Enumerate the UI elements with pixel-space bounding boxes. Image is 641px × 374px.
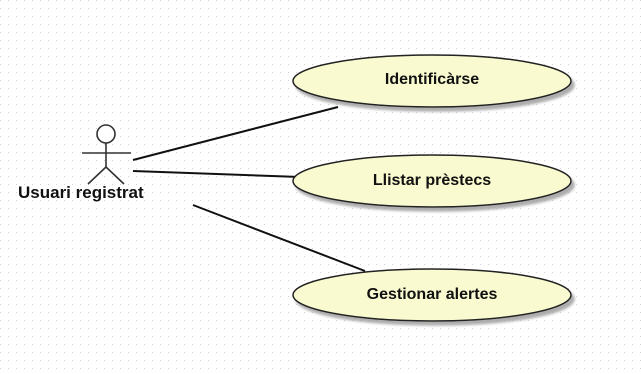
use-case-label: Llistar prèstecs: [372, 172, 492, 189]
association-line-1: [132, 106, 339, 161]
use-case-gestionar-alertes[interactable]: [292, 268, 572, 322]
association-line-3: [192, 204, 366, 272]
association-line-2: [132, 170, 301, 178]
use-case-label: Identificàrse: [384, 71, 480, 88]
use-case-llistar-prestecs[interactable]: [292, 154, 572, 208]
actor-label: Usuari registrat: [18, 183, 144, 202]
use-case-identificarse[interactable]: [292, 54, 572, 108]
actor-figure[interactable]: [82, 124, 131, 185]
use-case-label: Gestionar alertes: [366, 286, 498, 303]
